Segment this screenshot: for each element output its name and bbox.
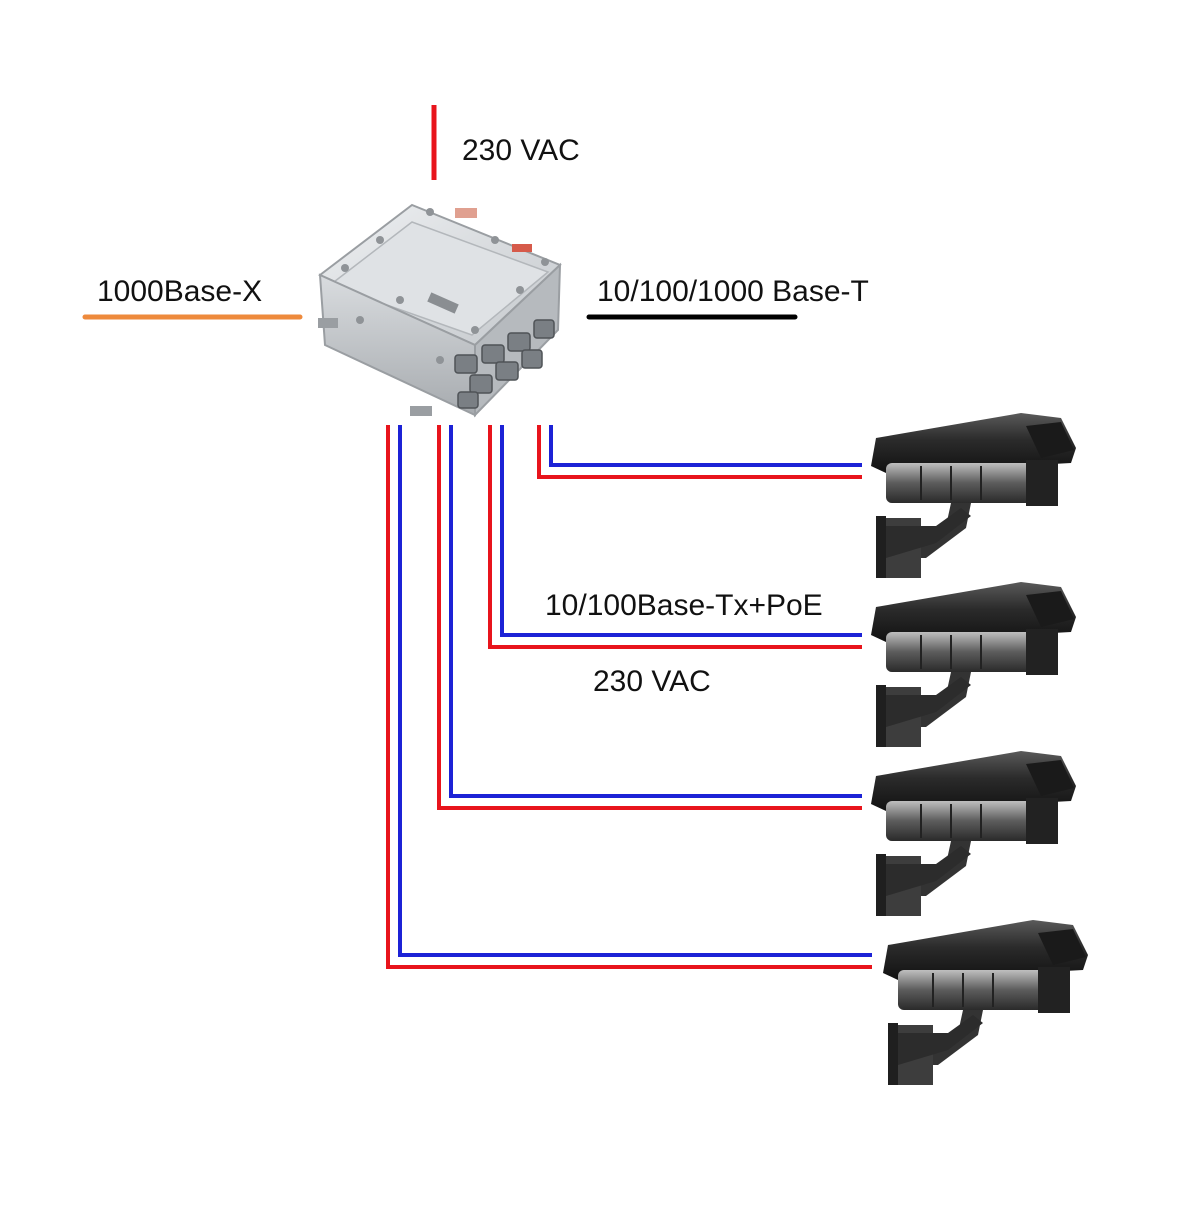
camera-data-label: 10/100Base-Tx+PoE xyxy=(545,589,823,622)
camera-icon xyxy=(882,919,1089,1086)
copper-uplink-label: 10/100/1000 Base-T xyxy=(597,275,869,308)
camera-link-2 xyxy=(488,425,862,649)
camera-icon xyxy=(870,581,1077,748)
camera-link-3 xyxy=(437,425,862,810)
camera-link-4 xyxy=(386,425,872,969)
camera-power-label: 230 VAC xyxy=(593,665,711,698)
camera-icon xyxy=(870,750,1077,917)
fiber-uplink-label: 1000Base-X xyxy=(97,275,263,308)
junction-box-icon xyxy=(318,203,562,418)
power-input-label: 230 VAC xyxy=(462,134,580,167)
camera-icon xyxy=(870,412,1077,579)
camera-link-1 xyxy=(537,425,862,479)
